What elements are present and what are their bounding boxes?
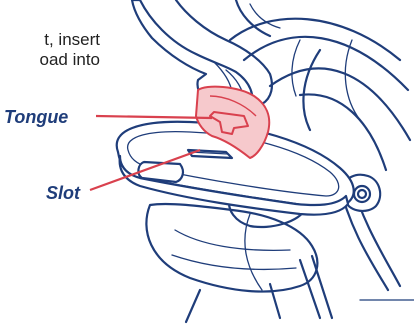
tongue-leader-line: [96, 116, 212, 118]
slot-label: Slot: [46, 183, 80, 204]
tongue-label: Tongue: [4, 107, 68, 128]
instruction-line-2: oad into: [0, 50, 100, 70]
instruction-text: t, insert oad into: [0, 30, 100, 70]
instruction-line-1: t, insert: [0, 30, 100, 50]
